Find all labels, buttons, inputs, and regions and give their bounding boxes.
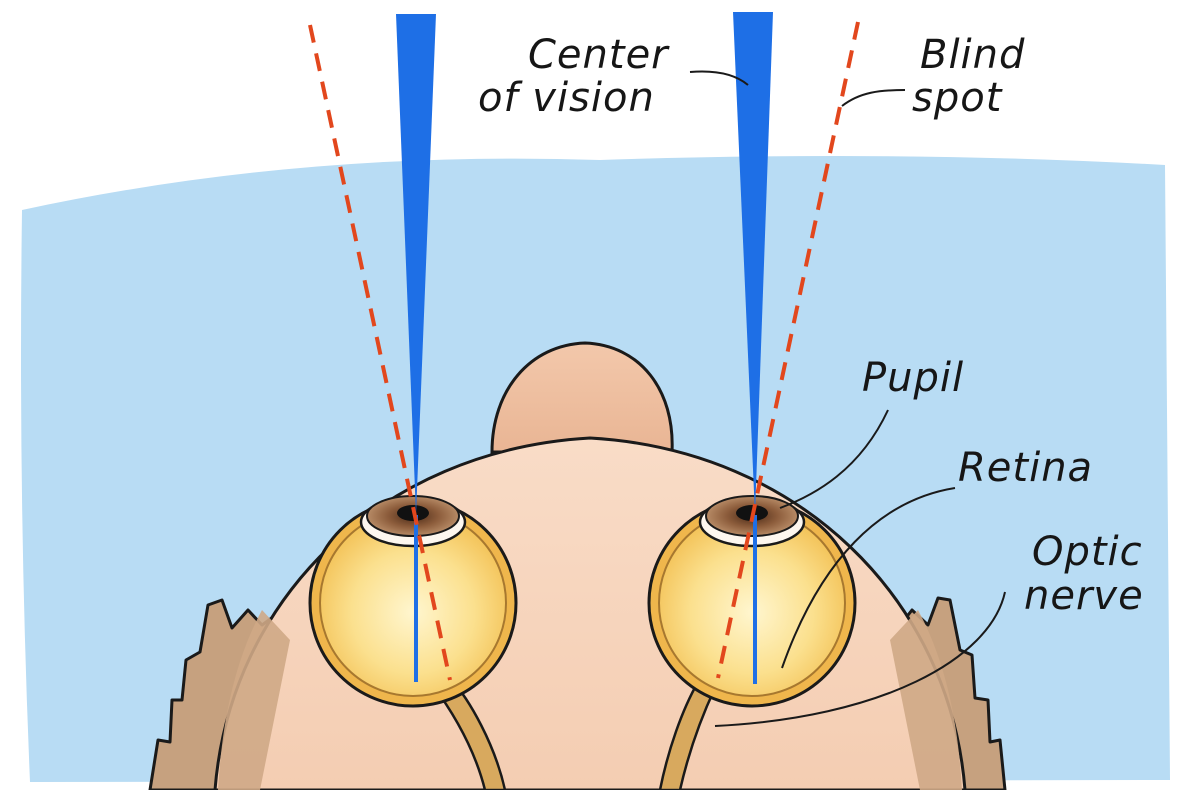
label-retina: Retina [958,446,1093,490]
label-optic-nerve-line2: nerve [1024,574,1144,618]
leader-blind-spot [842,90,905,106]
label-pupil: Pupil [862,356,964,400]
label-blind-spot-line2: spot [912,76,1002,120]
right-eye [649,496,855,706]
label-blind-spot-line1: Blind [920,33,1025,77]
label-center-of-vision-line1: Center [528,33,669,77]
left-eye [310,496,516,706]
label-optic-nerve-line1: Optic [1032,530,1143,574]
label-center-of-vision-line2: of vision [478,76,655,120]
